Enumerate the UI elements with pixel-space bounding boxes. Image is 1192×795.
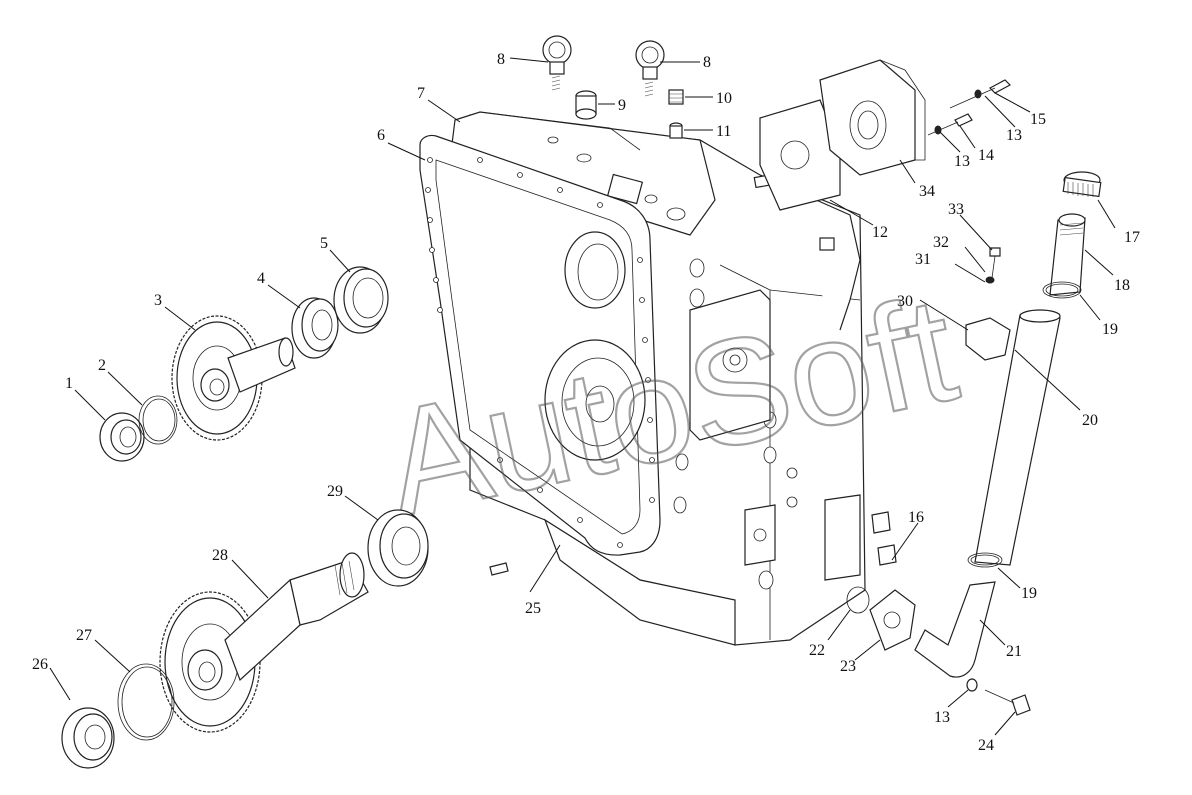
part-29-bearing	[367, 509, 429, 587]
callout-31: 31	[915, 251, 931, 268]
part-23-flange	[869, 589, 916, 651]
part-28-shaft-gear	[159, 552, 369, 733]
callout-30: 30	[897, 293, 913, 310]
callout-17: 17	[1124, 229, 1140, 246]
callout-1: 1	[65, 375, 73, 392]
part-25-pin	[489, 562, 509, 576]
flange-bolt-holes	[425, 157, 655, 548]
part-13-washer-bottom	[966, 678, 978, 692]
part-4-bearing	[291, 297, 339, 359]
leader-lines	[49, 57, 1116, 736]
part-19-clamp-top	[1042, 281, 1082, 299]
callout-13-top: 13	[1006, 127, 1022, 144]
part-8-eyebolt-right	[635, 40, 665, 97]
callout-13-mid: 13	[954, 153, 970, 170]
gearbox-housing	[419, 111, 866, 646]
part-20-pipe	[974, 309, 1061, 566]
callout-27: 27	[76, 627, 92, 644]
callout-29: 29	[327, 483, 343, 500]
callout-9: 9	[618, 97, 626, 114]
part-27-snap-ring	[117, 663, 175, 741]
callout-16: 16	[908, 509, 924, 526]
part-30-bracket	[965, 317, 1011, 361]
callout-19-bottom: 19	[1021, 585, 1037, 602]
callout-15: 15	[1030, 111, 1046, 128]
callout-24: 24	[978, 737, 994, 754]
callout-3: 3	[154, 292, 162, 309]
callout-8-left: 8	[497, 51, 505, 68]
part-1-bearing	[99, 412, 145, 462]
callout-25: 25	[525, 600, 541, 617]
part-17-cap	[1062, 171, 1102, 198]
callout-23: 23	[840, 658, 856, 675]
part-14-bolt	[927, 113, 973, 136]
callout-11: 11	[716, 123, 731, 140]
callout-8-right: 8	[703, 54, 711, 71]
part-12-gasket	[759, 99, 841, 211]
part-9-plug	[575, 90, 597, 120]
callout-22: 22	[809, 642, 825, 659]
callout-14: 14	[978, 147, 994, 164]
part-2-snap-ring	[138, 395, 178, 445]
part-26-bearing	[61, 707, 115, 769]
callout-33: 33	[948, 201, 964, 218]
part-8-eyebolt-left	[542, 35, 572, 91]
callout-2: 2	[98, 357, 106, 374]
part-21-elbow	[914, 581, 996, 678]
callout-18: 18	[1114, 277, 1130, 294]
part-5-bearing-cup	[333, 266, 389, 334]
callout-4: 4	[257, 270, 265, 287]
part-19-clamp-bottom	[967, 552, 1003, 568]
callout-32: 32	[933, 234, 949, 251]
callout-34: 34	[919, 183, 935, 200]
callout-19-top: 19	[1102, 321, 1118, 338]
part-10-breather	[668, 89, 684, 105]
callout-26: 26	[32, 656, 48, 673]
callout-13-bottom: 13	[934, 709, 950, 726]
part-33-bolt	[985, 247, 1001, 284]
callout-labels: 1 2 3 4 5 6 7 8 8 9 10 11 12 13 13 13 14…	[32, 51, 1140, 754]
part-18-filler-neck	[1049, 213, 1086, 296]
callout-7: 7	[417, 85, 425, 102]
part-15-bolt	[949, 79, 1011, 109]
part-24-bolt	[984, 689, 1031, 716]
part-3-gear	[171, 315, 296, 441]
part-11-bushing	[669, 122, 683, 139]
callout-5: 5	[320, 235, 328, 252]
part-16-fittings	[871, 511, 897, 566]
callout-28: 28	[212, 547, 228, 564]
callout-12: 12	[872, 224, 888, 241]
callout-10: 10	[716, 90, 732, 107]
callout-6: 6	[377, 127, 385, 144]
part-22-oring	[846, 586, 870, 614]
callout-20: 20	[1082, 412, 1098, 429]
part-34-pump	[819, 59, 926, 176]
callout-21: 21	[1006, 643, 1022, 660]
